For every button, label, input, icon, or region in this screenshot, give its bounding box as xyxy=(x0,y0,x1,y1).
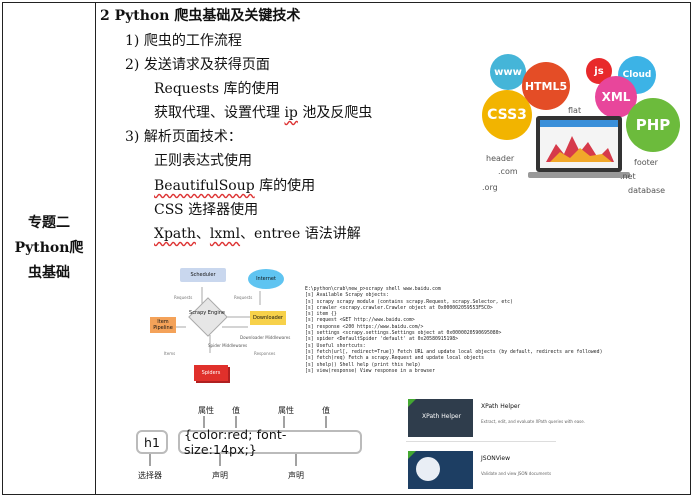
list-item: Xpath、lxml、entree 语法讲解 xyxy=(154,223,361,243)
web-tech-illustration: www HTML5 js Cloud XML CSS3 PHP flat hea… xyxy=(478,52,683,200)
list-item: 1) 爬虫的工作流程 xyxy=(125,33,242,49)
edge-label: Items xyxy=(164,351,176,356)
terminal-line: [s] fetch(url[, redirect=True]) Fetch UR… xyxy=(305,349,603,355)
list-item: BeautifulSoup 库的使用 xyxy=(154,175,315,195)
list-item: 正则表达式使用 xyxy=(154,153,252,169)
browser-extensions-panel: XPath Helper XPath Helper Extract, edit,… xyxy=(406,395,686,492)
jsonview-logo-icon xyxy=(416,457,440,481)
text-segment: 、entree 语法讲解 xyxy=(240,226,361,242)
spellcheck-word: lxml xyxy=(209,226,241,242)
terminal-line: [s] scrapy scrapy module (contains scrap… xyxy=(305,299,513,305)
php-bubble: PHP xyxy=(626,98,680,152)
list-item: CSS 选择器使用 xyxy=(154,202,259,218)
declaration-box: {color:red; font-size:14px;} xyxy=(178,427,362,457)
syntax-connectors xyxy=(149,416,327,466)
laptop-icon xyxy=(528,116,630,178)
list-item: 2) 发送请求及获得页面 xyxy=(125,57,270,73)
terminal-line: [s] view(response) View response in a br… xyxy=(305,368,435,374)
tag-label: .org xyxy=(482,183,498,192)
terminal-line: [s] Useful shortcuts: xyxy=(305,343,366,349)
list-item: 3) 解析页面技术： xyxy=(125,129,242,145)
spellcheck-word: Xpath xyxy=(154,226,196,242)
spellcheck-word: ip xyxy=(284,105,298,121)
scrapy-shell-output: E:\python\crab\new_p>scrapy shell www.ba… xyxy=(305,287,685,389)
jsonview-desc: Validate and view JSON documents xyxy=(481,471,552,476)
css-syntax-diagram: 属性 值 属性 值 h1 {color:red; font-size:14px;… xyxy=(132,400,382,490)
edge-label: Requests xyxy=(234,295,253,300)
tag-label: flat xyxy=(568,106,582,115)
text-segment: 、 xyxy=(195,226,210,242)
www-bubble: www xyxy=(490,54,526,90)
terminal-line: [s] spider <DefaultSpider 'default' at 0… xyxy=(305,337,459,343)
declaration-label: 声明 xyxy=(212,471,228,480)
column-divider xyxy=(95,3,96,494)
topic-line-2: Python爬 xyxy=(14,240,84,256)
terminal-line: [s] item {} xyxy=(305,312,337,318)
terminal-line: [s] crawler <scrapy.crawler.Crawler obje… xyxy=(305,305,493,311)
value-label: 值 xyxy=(232,406,240,415)
xpath-helper-thumb-title: XPath Helper xyxy=(422,413,462,420)
downloader-node: Downloader xyxy=(250,311,286,325)
topic-line-1: 专题二 xyxy=(28,215,70,231)
scheduler-node: Scheduler xyxy=(180,268,226,282)
declaration-label: 声明 xyxy=(288,471,304,480)
list-item: 获取代理、设置代理 ip 池及反爬虫 xyxy=(154,102,372,122)
jsonview-thumbnail xyxy=(408,451,473,489)
text-segment: 池及反爬虫 xyxy=(297,105,373,121)
edge-label: Responses xyxy=(254,351,276,356)
topic-line-3: 虫基础 xyxy=(28,265,70,281)
terminal-line: E:\python\crab\new_p>scrapy shell www.ba… xyxy=(305,287,441,292)
list-item: Requests 库的使用 xyxy=(154,81,280,97)
terminal-line: [s] shelp() Shell help (print this help) xyxy=(305,362,421,368)
selector-box: h1 xyxy=(136,430,168,454)
spider-middlewares-label: Spider Middlewares xyxy=(208,343,248,348)
property-label: 属性 xyxy=(198,406,214,415)
xpath-helper-desc: Extract, edit, and evaluate XPath querie… xyxy=(481,419,585,424)
html5-bubble: HTML5 xyxy=(522,62,570,110)
terminal-line: [s] request <GET http://www.baidu.com> xyxy=(305,318,415,324)
tag-label: footer xyxy=(634,158,658,167)
css3-bubble: CSS3 xyxy=(482,90,532,140)
property-label: 属性 xyxy=(278,406,294,415)
terminal-line: [s] response <200 https://www.baidu.com/… xyxy=(305,324,424,330)
spellcheck-word: BeautifulSoup xyxy=(154,178,255,194)
item-pipeline-node: Item Pipeline xyxy=(150,317,176,333)
section-heading: 2 Python 爬虫基础及关键技术 xyxy=(100,8,301,24)
terminal-line: [s] settings <scrapy.settings.Settings o… xyxy=(305,331,502,337)
text-segment: 获取代理、设置代理 xyxy=(154,105,285,121)
downloader-middlewares-label: Downloader Middlewares xyxy=(240,335,291,340)
topic-cell: 专题二 Python爬 虫基础 xyxy=(3,3,95,494)
xpath-helper-title[interactable]: XPath Helper xyxy=(481,403,521,410)
engine-node-label: Scrapy Engine xyxy=(189,310,225,316)
divider xyxy=(406,441,556,442)
scrapy-architecture-diagram: Scheduler Scrapy Engine Internet Downloa… xyxy=(150,265,300,390)
text-segment: 库的使用 xyxy=(254,178,316,194)
selector-label: 选择器 xyxy=(138,471,162,480)
spiders-node: Spiders xyxy=(194,365,228,381)
tag-label: database xyxy=(628,186,666,195)
tag-label: header xyxy=(486,154,515,163)
jsonview-title[interactable]: JSONView xyxy=(481,455,511,462)
value-label: 值 xyxy=(322,406,330,415)
terminal-line: [s] Available Scrapy objects: xyxy=(305,293,389,299)
edge-label: Requests xyxy=(174,295,193,300)
internet-node: Internet xyxy=(248,269,284,289)
terminal-line: [s] fetch(req) Fetch a scrapy.Request an… xyxy=(305,356,485,362)
tag-label: .com xyxy=(498,167,518,176)
tag-label: .net xyxy=(620,172,636,181)
xpath-helper-thumbnail: XPath Helper xyxy=(408,399,473,437)
